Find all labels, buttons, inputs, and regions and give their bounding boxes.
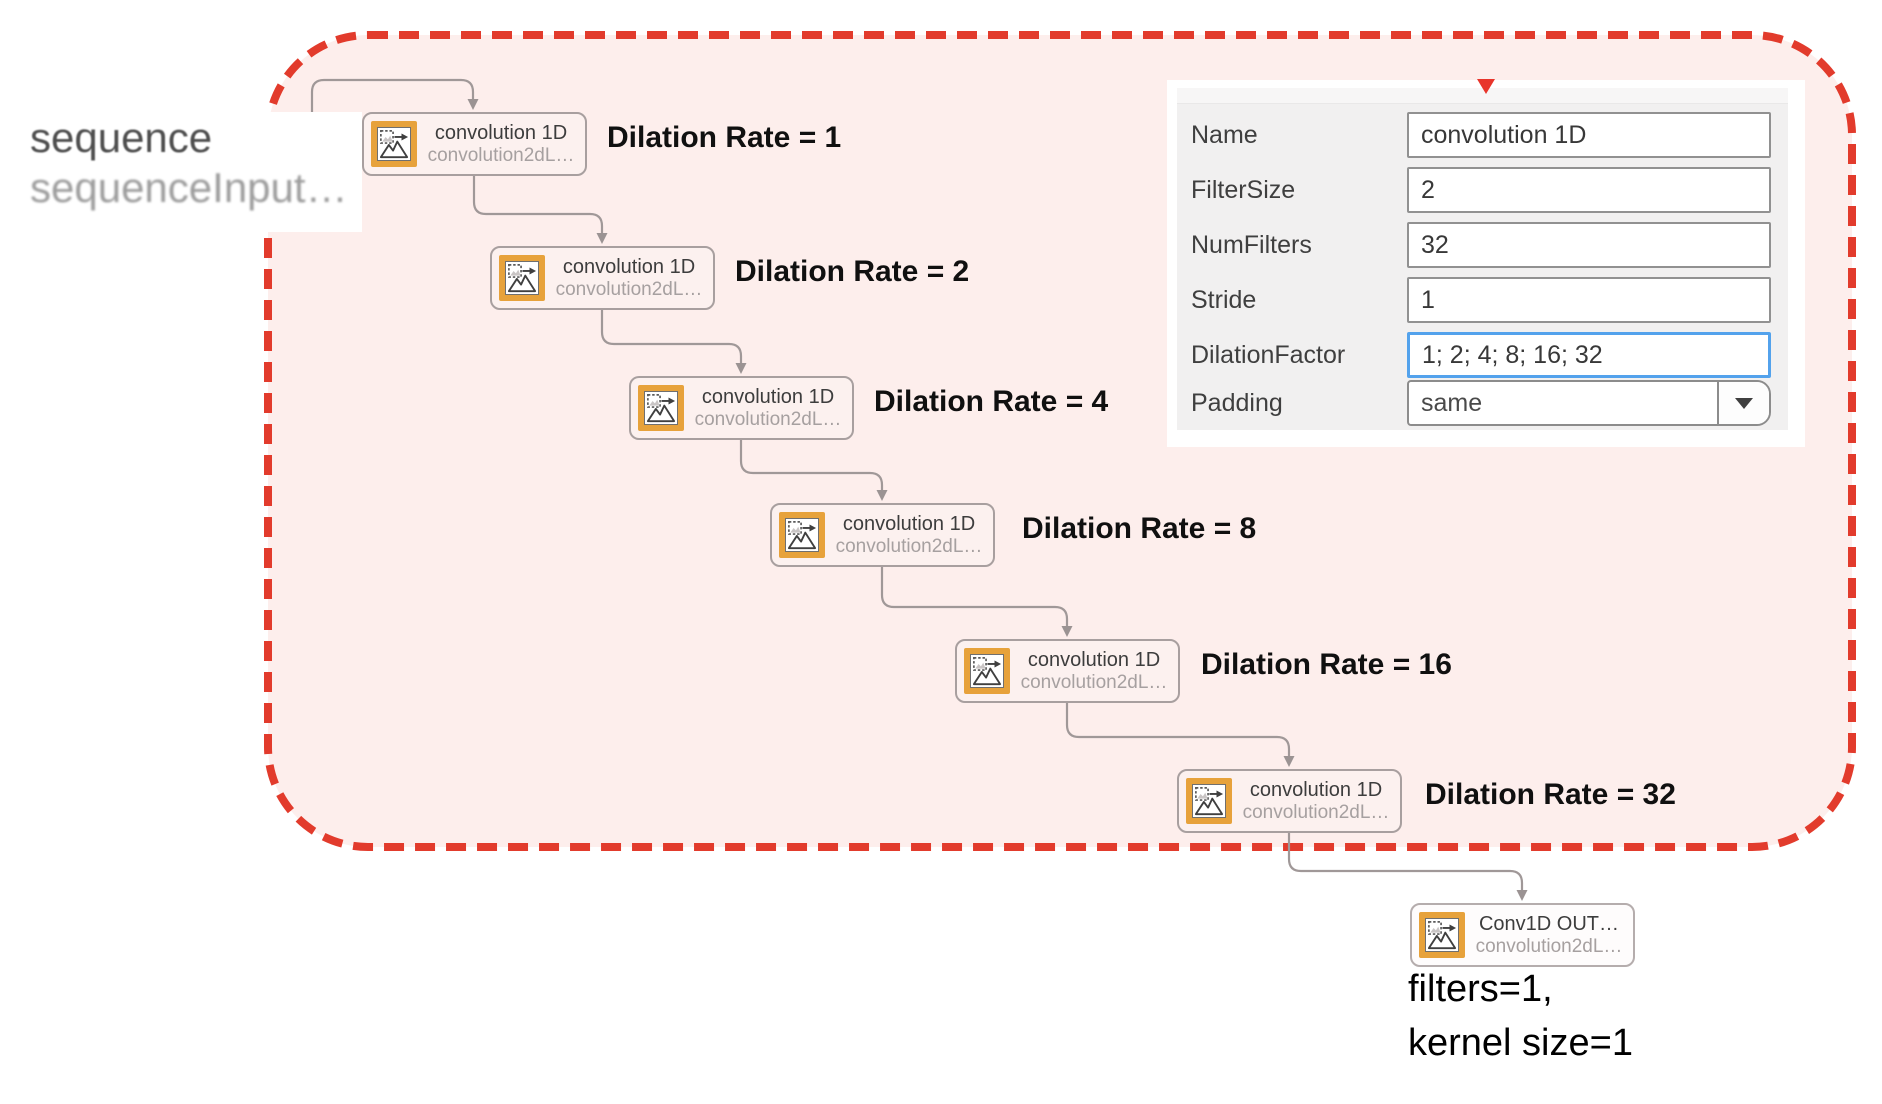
conv-block-3[interactable]: convolution 1D convolution2dL…	[629, 376, 854, 440]
block-subtitle: convolution2dL…	[694, 408, 842, 430]
convolution-layer-icon	[638, 385, 684, 431]
dilation-rate-label-2: Dilation Rate = 2	[735, 255, 970, 288]
connector-conv1-to-conv2	[472, 176, 608, 244]
block-title: convolution 1D	[701, 386, 835, 408]
block-title: convolution 1D	[434, 122, 568, 144]
sequence-node-title: sequence	[30, 114, 213, 161]
field-row-name: Name	[1177, 112, 1788, 158]
field-row-dilationfactor: DilationFactor	[1177, 332, 1788, 378]
block-title: convolution 1D	[562, 256, 696, 278]
filtersize-field[interactable]	[1407, 167, 1771, 213]
convolution-layer-icon	[964, 648, 1010, 694]
block-title: convolution 1D	[1027, 649, 1161, 671]
sequence-node-subtitle: sequenceInput…	[30, 164, 348, 211]
name-field[interactable]	[1407, 112, 1771, 158]
sequence-input-node[interactable]: sequence sequenceInput…	[0, 112, 362, 232]
chevron-down-icon	[1735, 397, 1753, 409]
connector-conv3-to-conv4	[739, 440, 888, 501]
block-title: convolution 1D	[842, 513, 976, 535]
field-row-numfilters: NumFilters	[1177, 222, 1788, 268]
convolution-layer-icon	[1186, 778, 1232, 824]
connector-conv5-to-conv6	[1065, 703, 1295, 767]
selection-triangle-icon	[1477, 79, 1495, 94]
filtersize-label: FilterSize	[1191, 175, 1296, 204]
block-subtitle: convolution2dL…	[555, 278, 703, 300]
numfilters-field[interactable]	[1407, 222, 1771, 268]
padding-label: Padding	[1191, 388, 1283, 417]
conv-block-1[interactable]: convolution 1D convolution2dL…	[362, 112, 587, 176]
conv-block-6[interactable]: convolution 1D convolution2dL…	[1177, 769, 1402, 833]
conv-block-5[interactable]: convolution 1D convolution2dL…	[955, 639, 1180, 703]
dilationfactor-field[interactable]	[1407, 332, 1771, 378]
conv-block-4[interactable]: convolution 1D convolution2dL…	[770, 503, 995, 567]
field-row-padding: Padding same	[1177, 380, 1788, 426]
field-row-stride: Stride	[1177, 277, 1788, 323]
dilation-rate-label-6: Dilation Rate = 32	[1425, 778, 1676, 811]
block-title: convolution 1D	[1249, 779, 1383, 801]
padding-dropdown-value: same	[1421, 388, 1483, 417]
conv-block-2[interactable]: convolution 1D convolution2dL…	[490, 246, 715, 310]
dilation-rate-label-1: Dilation Rate = 1	[607, 121, 842, 154]
dilation-rate-label-5: Dilation Rate = 16	[1201, 648, 1452, 681]
block-subtitle: convolution2dL…	[1020, 671, 1168, 693]
padding-dropdown[interactable]: same	[1407, 380, 1771, 426]
block-subtitle: convolution2dL…	[1475, 935, 1623, 957]
output-note-line1: filters=1,	[1408, 968, 1553, 1010]
stride-label: Stride	[1191, 285, 1257, 314]
dilation-rate-label-4: Dilation Rate = 8	[1022, 512, 1257, 545]
properties-panel: Name FilterSize NumFilters Stride Dilati…	[1167, 80, 1805, 447]
connector-conv2-to-conv3	[600, 310, 747, 374]
output-note-line2: kernel size=1	[1408, 1022, 1633, 1064]
connector-conv6-to-output	[1287, 833, 1528, 901]
padding-dropdown-button[interactable]	[1717, 382, 1769, 424]
numfilters-label: NumFilters	[1191, 230, 1312, 259]
dilation-rate-label-3: Dilation Rate = 4	[874, 385, 1109, 418]
convolution-layer-icon	[779, 512, 825, 558]
convolution-layer-icon	[371, 121, 417, 167]
stride-field[interactable]	[1407, 277, 1771, 323]
name-label: Name	[1191, 120, 1258, 149]
connector-conv4-to-conv5	[880, 567, 1073, 637]
conv-output-block[interactable]: Conv1D OUT… convolution2dL…	[1410, 903, 1635, 967]
convolution-layer-icon	[499, 255, 545, 301]
connector-sequence-to-conv1	[310, 78, 479, 116]
convolution-layer-icon	[1419, 912, 1465, 958]
properties-panel-body: Name FilterSize NumFilters Stride Dilati…	[1177, 88, 1788, 430]
field-row-filtersize: FilterSize	[1177, 167, 1788, 213]
dilationfactor-label: DilationFactor	[1191, 340, 1346, 369]
block-subtitle: convolution2dL…	[1242, 801, 1390, 823]
block-subtitle: convolution2dL…	[835, 535, 983, 557]
block-subtitle: convolution2dL…	[427, 144, 575, 166]
block-title: Conv1D OUT…	[1478, 913, 1620, 935]
output-note: filters=1, kernel size=1	[1408, 962, 1633, 1070]
